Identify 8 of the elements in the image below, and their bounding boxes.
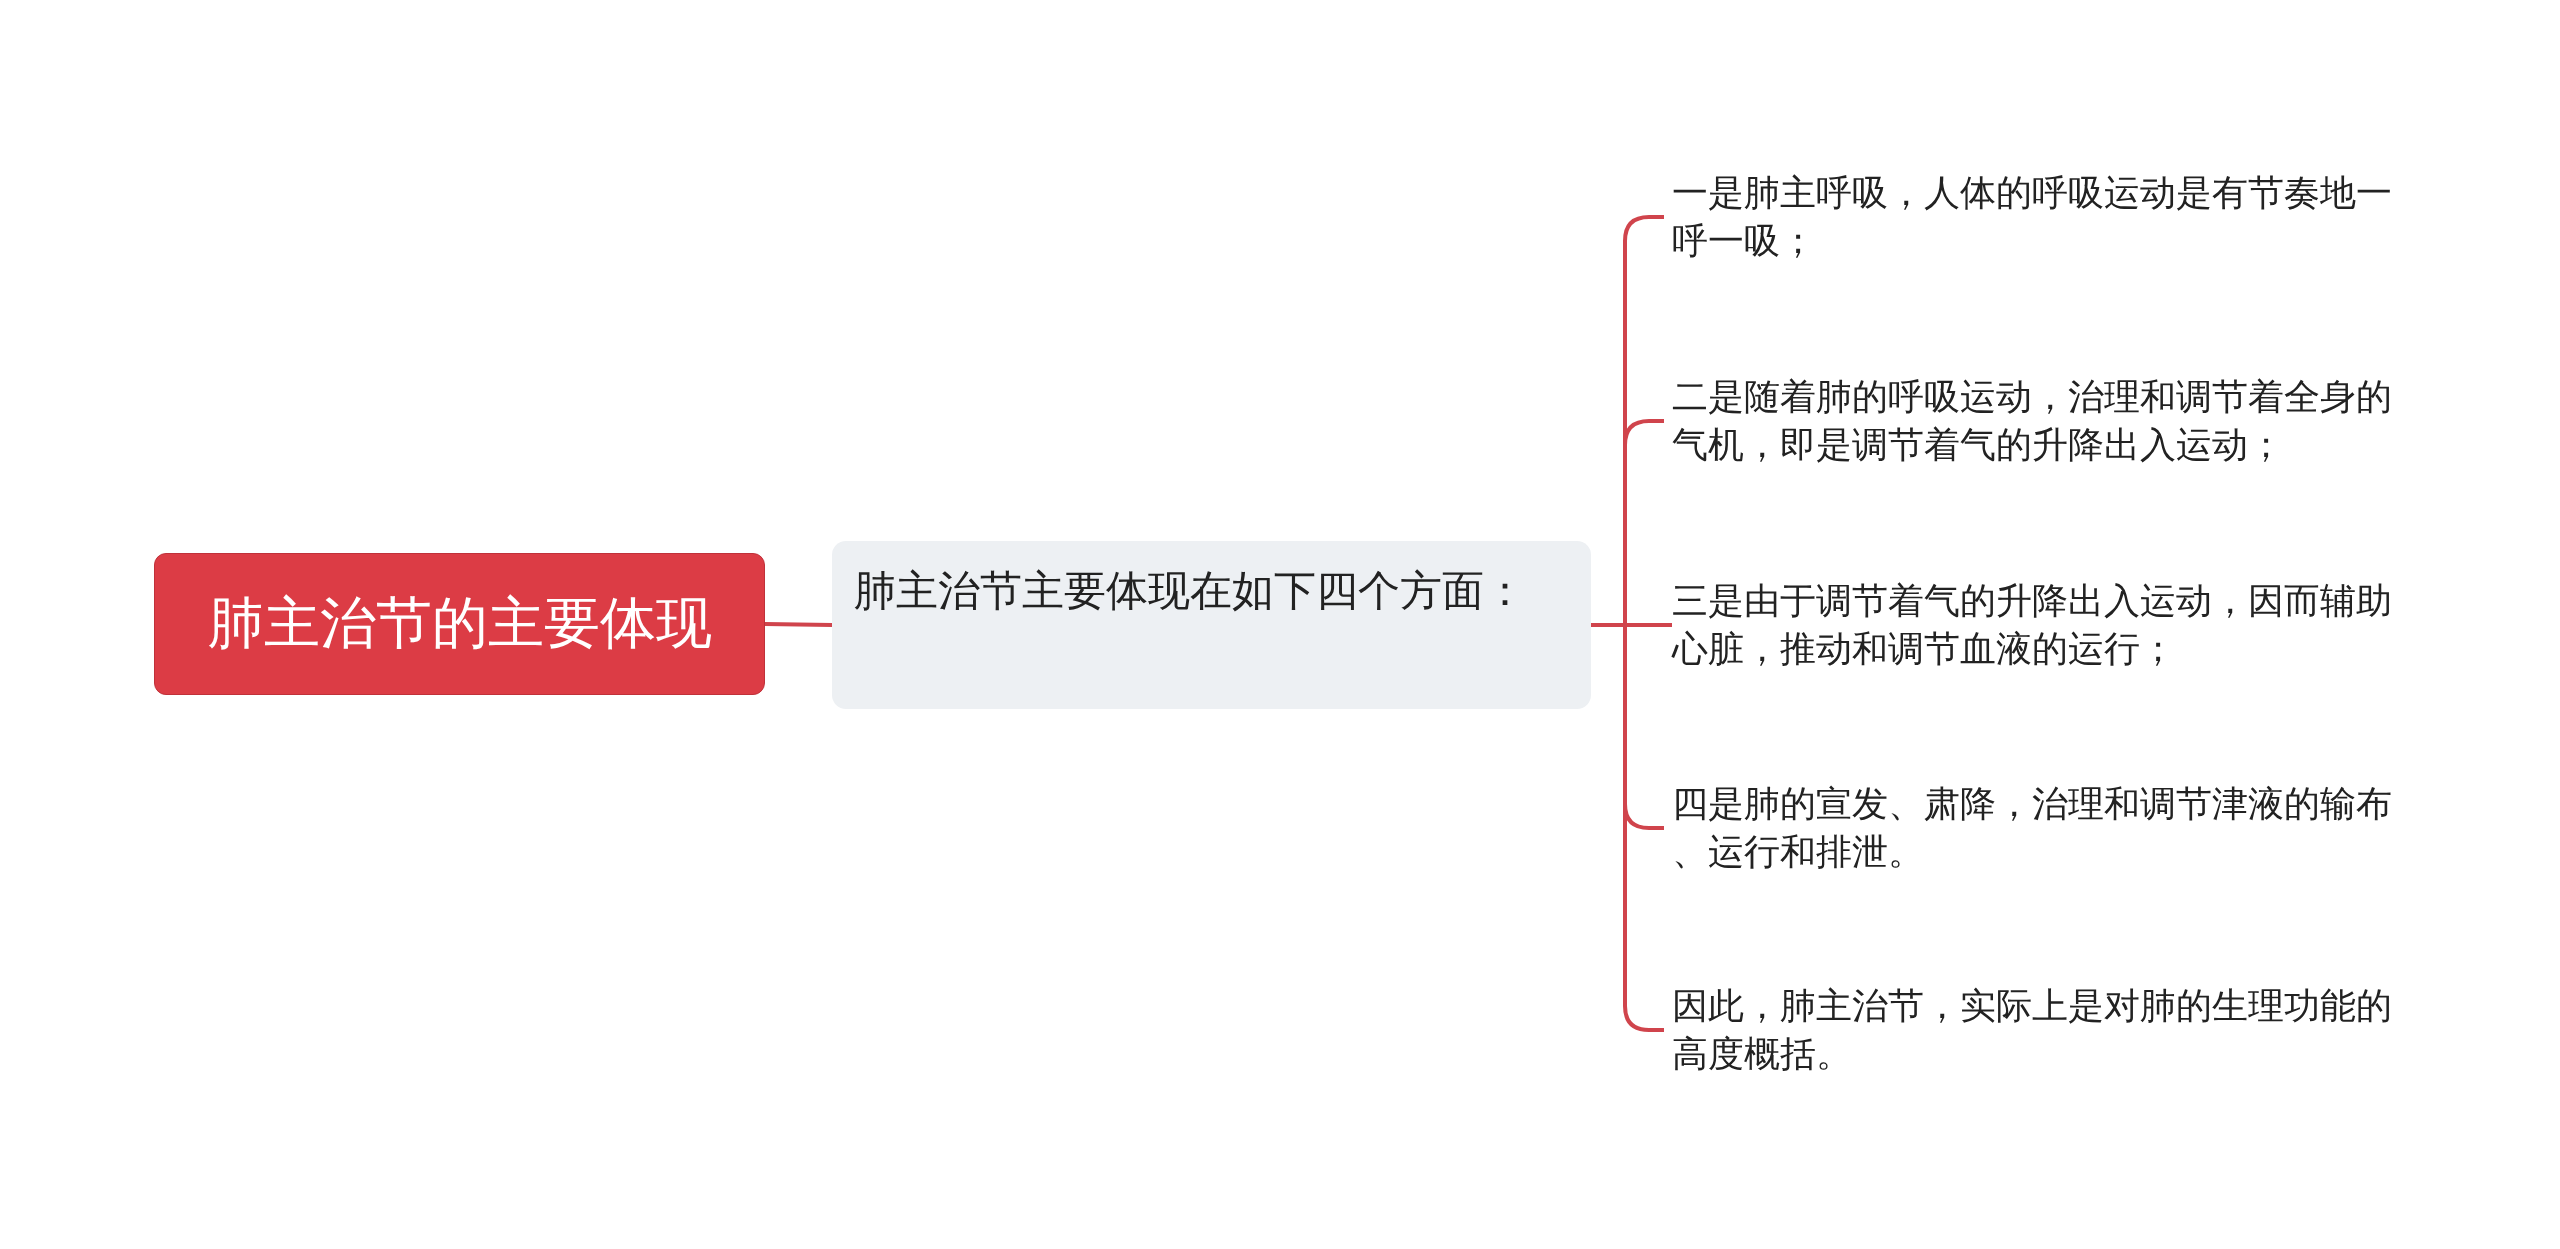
subtopic-text: 三是由于调节着气的升降出入运动，因而辅助心脏，推动和调节血液的运行； [1672,577,2396,673]
subtopic-text: 因此，肺主治节，实际上是对肺的生理功能的高度概括。 [1672,982,2396,1078]
subtopic-text: 二是随着肺的呼吸运动，治理和调节着全身的气机，即是调节着气的升降出入运动； [1672,373,2396,469]
root-topic-box: 肺主治节的主要体现 [154,553,765,695]
subtopic-text: 四是肺的宣发、肃降，治理和调节津液的输布、运行和排泄。 [1672,780,2396,876]
connector-line [764,622,833,627]
subtopic-text: 一是肺主呼吸，人体的呼吸运动是有节奏地一呼一吸； [1672,169,2396,265]
topic-box: 肺主治节主要体现在如下四个方面： [832,541,1591,709]
